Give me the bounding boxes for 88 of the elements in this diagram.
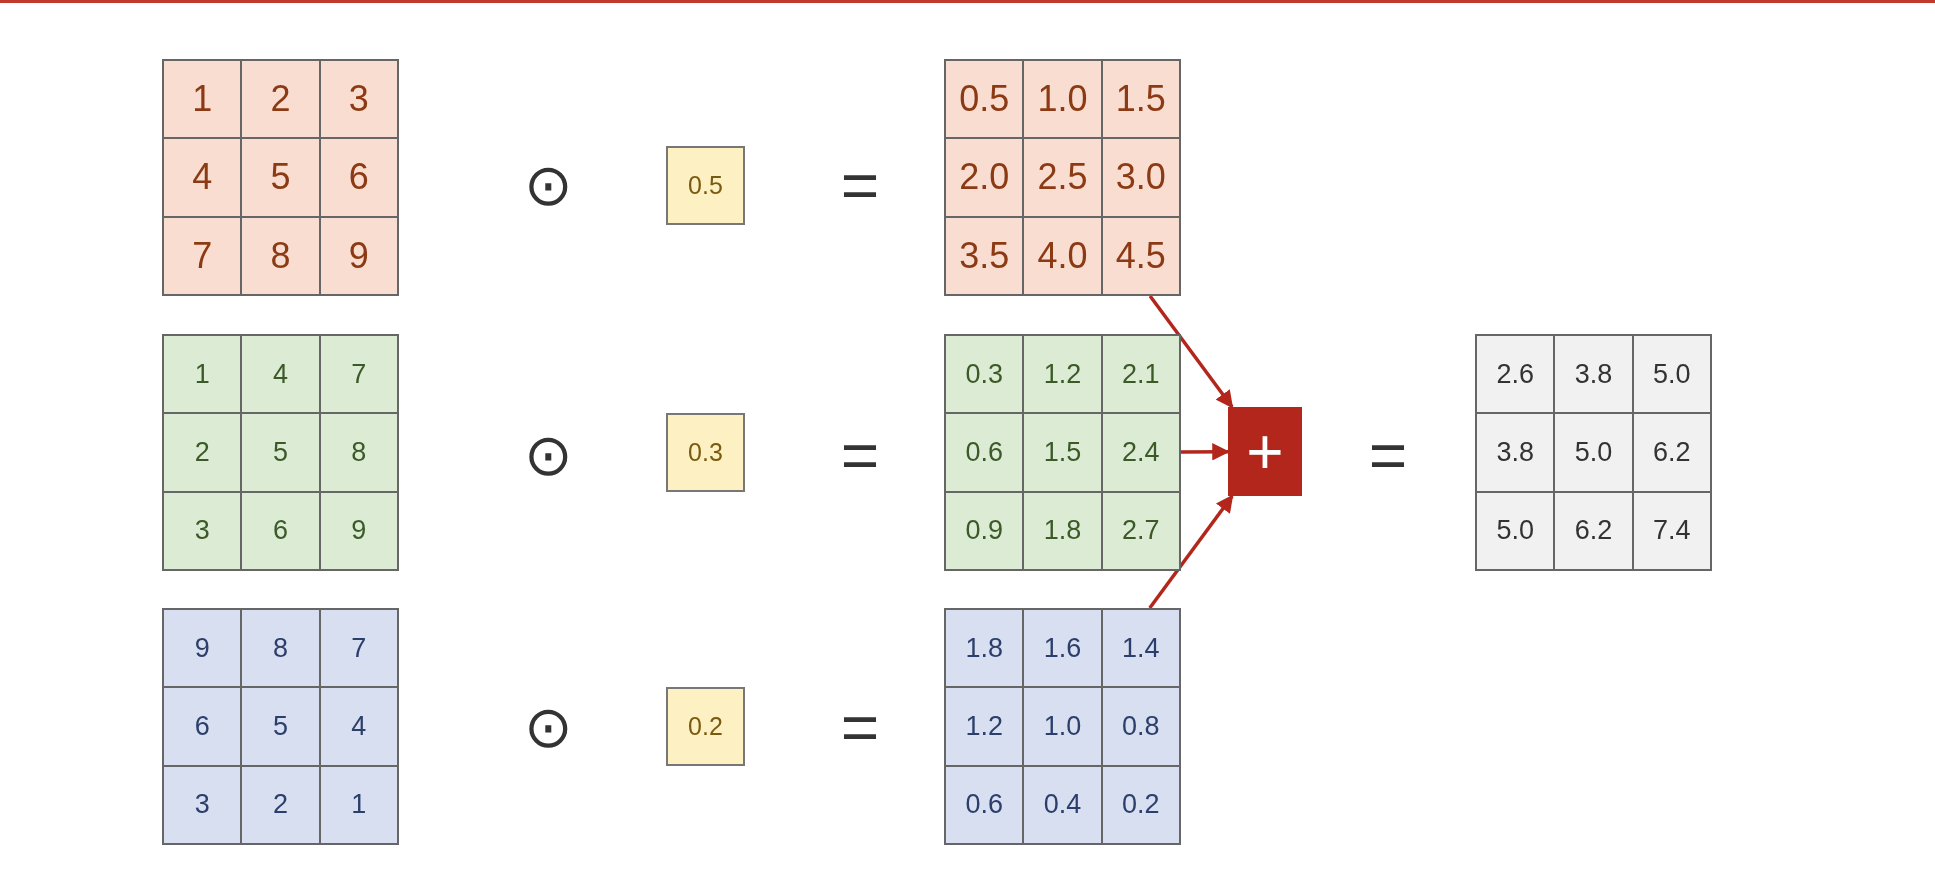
matrix-cell: 0.6: [945, 765, 1024, 844]
matrix-cell: 1: [163, 60, 242, 139]
scalar-value: 0.3: [688, 438, 723, 467]
matrix-cell: 5: [241, 138, 320, 217]
matrix-cell: 8: [241, 216, 320, 295]
matrix-cell: 2: [241, 60, 320, 139]
matrix-cell: 4: [241, 335, 320, 414]
matrix-cell: 5.0: [1632, 335, 1711, 414]
matrix-cell: 6: [319, 138, 398, 217]
matrix-cell: 3: [163, 765, 242, 844]
matrix-cell: 7: [319, 609, 398, 688]
matrix-cell: 5: [241, 413, 320, 492]
matrix-cell: 1.6: [1023, 609, 1102, 688]
matrix-cell: 1.5: [1101, 60, 1180, 139]
matrix: [944, 59, 1181, 296]
matrix-cell: 1.0: [1023, 687, 1102, 766]
equals-sign: =: [840, 152, 880, 218]
scalar-value: 0.5: [688, 171, 723, 200]
arrow: [1148, 294, 1234, 409]
matrix-cell: 3.8: [1476, 413, 1555, 492]
hadamard-operator: ⊙: [523, 156, 573, 214]
matrix-cell: 5.0: [1554, 413, 1633, 492]
matrix-cell: 0.9: [945, 491, 1024, 570]
matrix: [944, 334, 1181, 571]
matrix-cell: 7.4: [1632, 491, 1711, 570]
matrix-cell: 1.5: [1023, 413, 1102, 492]
matrix-cell: 7: [163, 216, 242, 295]
matrix-cell: 1: [319, 765, 398, 844]
matrix-cell: 1.0: [1023, 60, 1102, 139]
matrix-cell: 2.1: [1101, 335, 1180, 414]
matrix-cell: 8: [241, 609, 320, 688]
matrix-cell: 3: [319, 60, 398, 139]
matrix-cell: 6.2: [1632, 413, 1711, 492]
matrix-cell: 2.5: [1023, 138, 1102, 217]
matrix-cell: 0.8: [1101, 687, 1180, 766]
hadamard-operator: ⊙: [523, 698, 573, 756]
matrix-cell: 4.5: [1101, 216, 1180, 295]
equals-sign: =: [1368, 422, 1408, 488]
matrix-cell: 4: [319, 687, 398, 766]
matrix-cell: 9: [163, 609, 242, 688]
matrix-cell: 8: [319, 413, 398, 492]
matrix-cell: 5: [241, 687, 320, 766]
plus-sign: +: [1246, 419, 1284, 484]
matrix: [1475, 334, 1712, 571]
hadamard-operator: ⊙: [523, 426, 573, 484]
equals-sign: =: [840, 694, 880, 760]
matrix-cell: 1.2: [945, 687, 1024, 766]
equals-sign: =: [840, 422, 880, 488]
matrix-cell: 2: [163, 413, 242, 492]
matrix: [162, 59, 399, 296]
matrix-cell: 0.5: [945, 60, 1024, 139]
matrix-cell: 6.2: [1554, 491, 1633, 570]
scalar-box: [666, 687, 745, 766]
matrix-cell: 1: [163, 335, 242, 414]
matrix-cell: 6: [163, 687, 242, 766]
matrix-cell: 2.7: [1101, 491, 1180, 570]
scalar-box: [666, 413, 745, 492]
matrix-cell: 4.0: [1023, 216, 1102, 295]
matrix-cell: 1.8: [945, 609, 1024, 688]
matrix-cell: 6: [241, 491, 320, 570]
matrix-cell: 2.4: [1101, 413, 1180, 492]
scalar-box: [666, 146, 745, 225]
matrix-cell: 5.0: [1476, 491, 1555, 570]
matrix-cell: 2.6: [1476, 335, 1555, 414]
matrix-cell: 9: [319, 491, 398, 570]
matrix-cell: 0.3: [945, 335, 1024, 414]
matrix-cell: 1.2: [1023, 335, 1102, 414]
matrix: [944, 608, 1181, 845]
matrix: [162, 334, 399, 571]
scalar-value: 0.2: [688, 712, 723, 741]
matrix-cell: 3.8: [1554, 335, 1633, 414]
matrix-cell: 1.4: [1101, 609, 1180, 688]
add-operator-box: [1228, 407, 1302, 496]
arrow: [1148, 494, 1234, 610]
matrix-cell: 3.5: [945, 216, 1024, 295]
matrix-cell: 9: [319, 216, 398, 295]
matrix-cell: 0.2: [1101, 765, 1180, 844]
matrix: [162, 608, 399, 845]
matrix-cell: 1.8: [1023, 491, 1102, 570]
matrix-cell: 3: [163, 491, 242, 570]
matrix-cell: 0.4: [1023, 765, 1102, 844]
matrix-cell: 7: [319, 335, 398, 414]
arrow: [1181, 443, 1230, 461]
matrix-cell: 4: [163, 138, 242, 217]
matrix-cell: 3.0: [1101, 138, 1180, 217]
matrix-cell: 2.0: [945, 138, 1024, 217]
matrix-cell: 2: [241, 765, 320, 844]
matrix-cell: 0.6: [945, 413, 1024, 492]
